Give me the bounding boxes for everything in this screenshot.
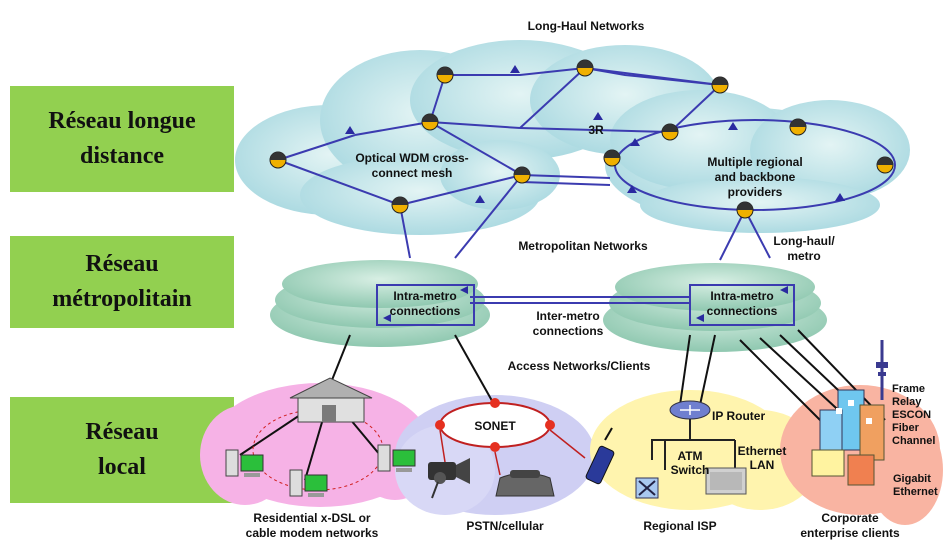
optical-node	[576, 59, 594, 77]
computer-icon	[377, 444, 416, 472]
optical-mesh-label-line2: connect mesh	[372, 166, 453, 180]
inter-metro-label-line1: Inter-metro	[536, 309, 599, 323]
frame-relay-label-line1: Frame	[892, 383, 925, 395]
optical-node	[269, 151, 287, 169]
pstn-cellular-label: PSTN/cellular	[466, 519, 544, 533]
gigabit-ethernet-label-line1: Gigabit	[893, 473, 931, 485]
antenna-tower-icon	[876, 340, 888, 400]
corporate-label-line2: enterprise clients	[800, 526, 900, 540]
long-haul-networks-title: Long-Haul Networks	[528, 19, 645, 33]
sonet-ring	[435, 398, 586, 476]
regional-isp-label: Regional ISP	[643, 519, 716, 533]
residential-label-line1: Residential x-DSL or	[253, 511, 370, 525]
video-camera-icon	[428, 458, 470, 499]
gigabit-ethernet-label-line2: Ethernet	[893, 486, 938, 498]
intra-metro-right-line1: Intra-metro	[710, 289, 773, 303]
corporate-label-line1: Corporate	[821, 511, 879, 525]
optical-node	[513, 166, 531, 184]
optical-node	[436, 66, 454, 84]
office-buildings-icon	[811, 389, 885, 486]
optical-node	[789, 118, 807, 136]
isp-links	[651, 419, 736, 470]
house-icon	[289, 377, 373, 423]
metro-arrows	[383, 286, 788, 322]
atm-switch-label-line1: ATM	[677, 449, 702, 463]
ip-router-label: IP Router	[712, 409, 765, 423]
mobile-phone-icon	[585, 427, 615, 485]
optical-node	[603, 149, 621, 167]
fiber-channel-label-line1: Fiber	[892, 422, 920, 434]
long-haul-link-arrows	[345, 65, 845, 203]
metro-links	[376, 284, 795, 326]
intra-metro-left-line1: Intra-metro	[393, 289, 456, 303]
regenerator-label: 3R	[588, 123, 604, 137]
computer-icon	[225, 449, 264, 477]
atm-switch-label-line2: Switch	[671, 463, 710, 477]
regional-providers-label-line1: Multiple regional	[707, 155, 802, 169]
atm-switch-icon	[635, 477, 659, 499]
sonet-label: SONET	[474, 419, 516, 433]
long-haul-metro-label-line2: metro	[787, 249, 820, 263]
ethernet-lan-label-line2: LAN	[750, 458, 775, 472]
inter-metro-label-line2: connections	[533, 324, 604, 338]
regional-providers-label-line3: providers	[728, 185, 783, 199]
optical-node	[421, 113, 439, 131]
frame-relay-label-line2: Relay	[892, 396, 922, 408]
metropolitan-networks-title: Metropolitan Networks	[518, 239, 648, 253]
optical-node	[661, 123, 679, 141]
metro-cloud-left	[270, 260, 490, 347]
regional-providers-label-line2: and backbone	[715, 170, 796, 184]
telephone-icon	[495, 470, 555, 497]
optical-mesh-label-line1: Optical WDM cross-	[355, 151, 468, 165]
fiber-channel-label-line2: Channel	[892, 435, 935, 447]
escon-label: ESCON	[892, 409, 931, 421]
residential-label-line2: cable modem networks	[246, 526, 379, 540]
long-haul-nodes	[269, 59, 894, 219]
access-networks-title: Access Networks/Clients	[508, 359, 651, 373]
intra-metro-left-line2: connections	[390, 304, 461, 318]
computer-icon	[289, 469, 328, 497]
optical-node	[711, 76, 729, 94]
ip-router-icon	[669, 400, 711, 420]
optical-node	[736, 201, 754, 219]
long-haul-metro-label-line1: Long-haul/	[773, 234, 835, 248]
ethernet-switch-icon	[705, 467, 747, 495]
intra-metro-right-line2: connections	[707, 304, 778, 318]
optical-node	[876, 156, 894, 174]
optical-node	[391, 196, 409, 214]
ethernet-lan-label-line1: Ethernet	[738, 444, 787, 458]
